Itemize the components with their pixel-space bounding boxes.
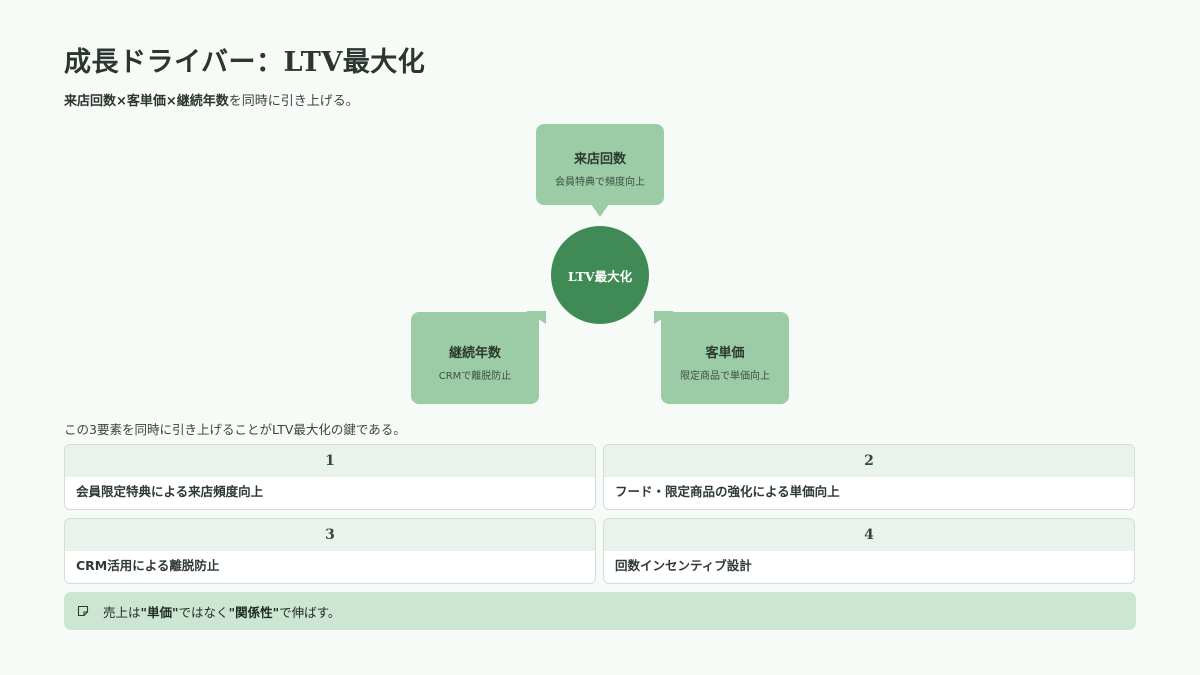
point-text: 会員限定特典による来店頻度向上 [76,484,264,499]
node-pointer [526,311,546,324]
point-text: CRM活用による離脱防止 [76,558,220,573]
node-subtitle: 限定商品で単価向上 [680,371,770,382]
point-card: 1 会員限定特典による来店頻度向上 [64,444,596,510]
note-icon [77,605,89,617]
node-subtitle: 会員特典で頻度向上 [555,177,645,188]
point-number: 4 [604,519,1134,551]
slide-title: 成長ドライバー：LTV最大化 [64,47,426,78]
node-pointer [591,204,609,217]
point-card: 2 フード・限定商品の強化による単価向上 [603,444,1135,510]
node-retention-years: 継続年数 CRMで離脱防止 [411,312,539,404]
node-subtitle: CRMで離脱防止 [438,371,512,382]
point-text: フード・限定商品の強化による単価向上 [615,484,840,499]
point-number: 3 [65,519,595,551]
node-title: 来店回数 [573,152,626,167]
node-title: 継続年数 [448,346,501,361]
hub-ltv: LTV最大化 [551,226,649,324]
point-card: 3 CRM活用による離脱防止 [64,518,596,584]
slide-subtitle: 来店回数×客単価×継続年数を同時に引き上げる。 [64,90,359,109]
node-title: 客単価 [705,346,745,361]
diagram-caption: この3要素を同時に引き上げることがLTV最大化の鍵である。 [64,422,406,437]
key-message-text: 売上は"単価"ではなく"関係性"で伸ばす。 [103,604,341,620]
key-message-callout: 売上は"単価"ではなく"関係性"で伸ばす。 [64,592,1136,630]
point-number: 1 [65,445,595,477]
node-visit-count: 来店回数 会員特典で頻度向上 [536,124,664,205]
node-unit-price: 客単価 限定商品で単価向上 [661,312,789,404]
point-card: 4 回数インセンティブ設計 [603,518,1135,584]
node-pointer [654,311,674,324]
subtitle-rest: を同時に引き上げる。 [228,94,359,109]
subtitle-formula: 来店回数×客単価×継続年数 [64,94,229,109]
point-number: 2 [604,445,1134,477]
point-text: 回数インセンティブ設計 [615,558,752,573]
